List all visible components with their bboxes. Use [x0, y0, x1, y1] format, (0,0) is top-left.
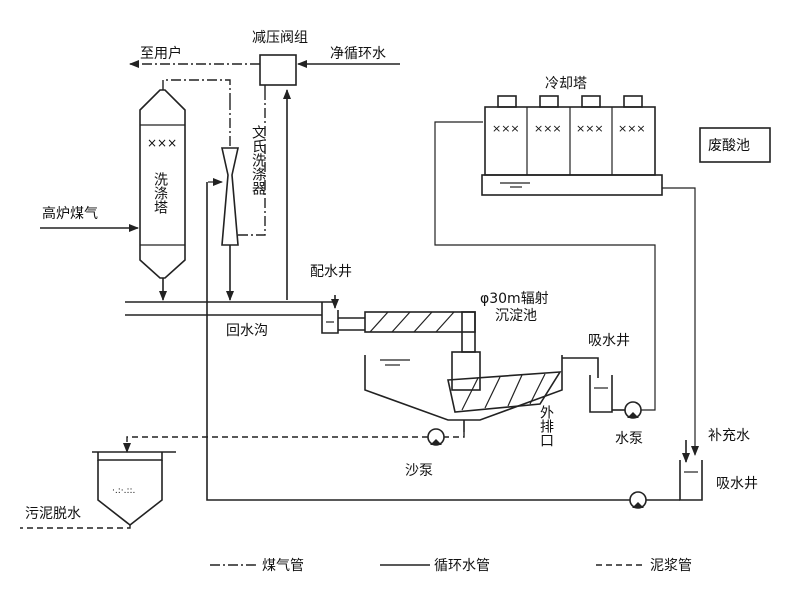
svg-text:×××: ×××: [147, 136, 177, 150]
cooling-outlet-line: [662, 187, 699, 456]
svg-text:×××: ×××: [492, 122, 520, 135]
legend-water-label: 循环水管: [434, 558, 490, 574]
venturi-scrubber: [221, 147, 239, 246]
clarifier-overflow: [562, 357, 599, 378]
makeup-water-label: 补充水: [708, 428, 750, 444]
svg-text:·.:·.::.: ·.:·.::.: [112, 486, 135, 496]
scrubber-label: 洗涤塔: [152, 172, 168, 214]
svg-text:×××: ×××: [534, 122, 562, 135]
water-pump-label: 水泵: [615, 431, 643, 447]
scrubber-tower: ×××: [139, 89, 186, 279]
suction-well-1: [589, 375, 613, 413]
gas-venturi-out: [238, 95, 266, 236]
sand-pump: [427, 428, 445, 446]
waste-acid-pool-label: 废酸池: [708, 138, 750, 154]
left-return-line: [206, 182, 630, 501]
valve-group: [259, 54, 297, 86]
return-pump: [629, 491, 647, 509]
clarifier-label-2: 沉淀池: [495, 308, 537, 324]
legend-gas-label: 煤气管: [262, 558, 304, 574]
gas-scrubber-top: [162, 79, 231, 100]
suction-well-2: [679, 460, 703, 501]
waste-acid-pool: [699, 127, 771, 163]
cooling-tower-label: 冷却塔: [545, 76, 587, 92]
sand-pump-label: 沙泵: [405, 463, 433, 479]
clarifier-label-1: φ30m辐射: [480, 291, 549, 307]
radial-clarifier: [364, 311, 563, 432]
legend: 煤气管 循环水管 泥浆管: [210, 558, 692, 574]
clean-return-label: 净循环水: [330, 46, 386, 62]
water-pump: [624, 401, 642, 419]
sludge-from-clarifier: [444, 432, 465, 438]
sludge-out-line: [20, 525, 131, 529]
cooling-tower: ××× ××× ××× ×××: [481, 95, 663, 196]
to-user-label: 至用户: [140, 45, 182, 62]
sludge-dewatering-unit: ·.:·.::.: [92, 451, 176, 527]
venturi-label: 文氏洗涤器: [250, 125, 266, 195]
distribution-well: [321, 302, 339, 334]
outlet-label: 外排口: [538, 405, 554, 447]
svg-text:×××: ×××: [576, 122, 604, 135]
sludge-line: [123, 436, 428, 453]
cooling-supply-line: [434, 121, 656, 411]
valve-group-label: 减压阀组: [252, 30, 308, 46]
bf-gas-label: 高炉煤气: [42, 205, 98, 222]
return-ditch-label: 回水沟: [226, 323, 268, 339]
return-ditch: [125, 301, 335, 316]
sludge-dewatering-label: 污泥脱水: [25, 506, 81, 522]
legend-mud-label: 泥浆管: [650, 558, 692, 574]
suction-well-2-label: 吸水井: [716, 476, 758, 492]
suction-well-1-label: 吸水井: [588, 333, 630, 349]
svg-text:×××: ×××: [618, 122, 646, 135]
distribution-well-label: 配水井: [310, 264, 352, 280]
